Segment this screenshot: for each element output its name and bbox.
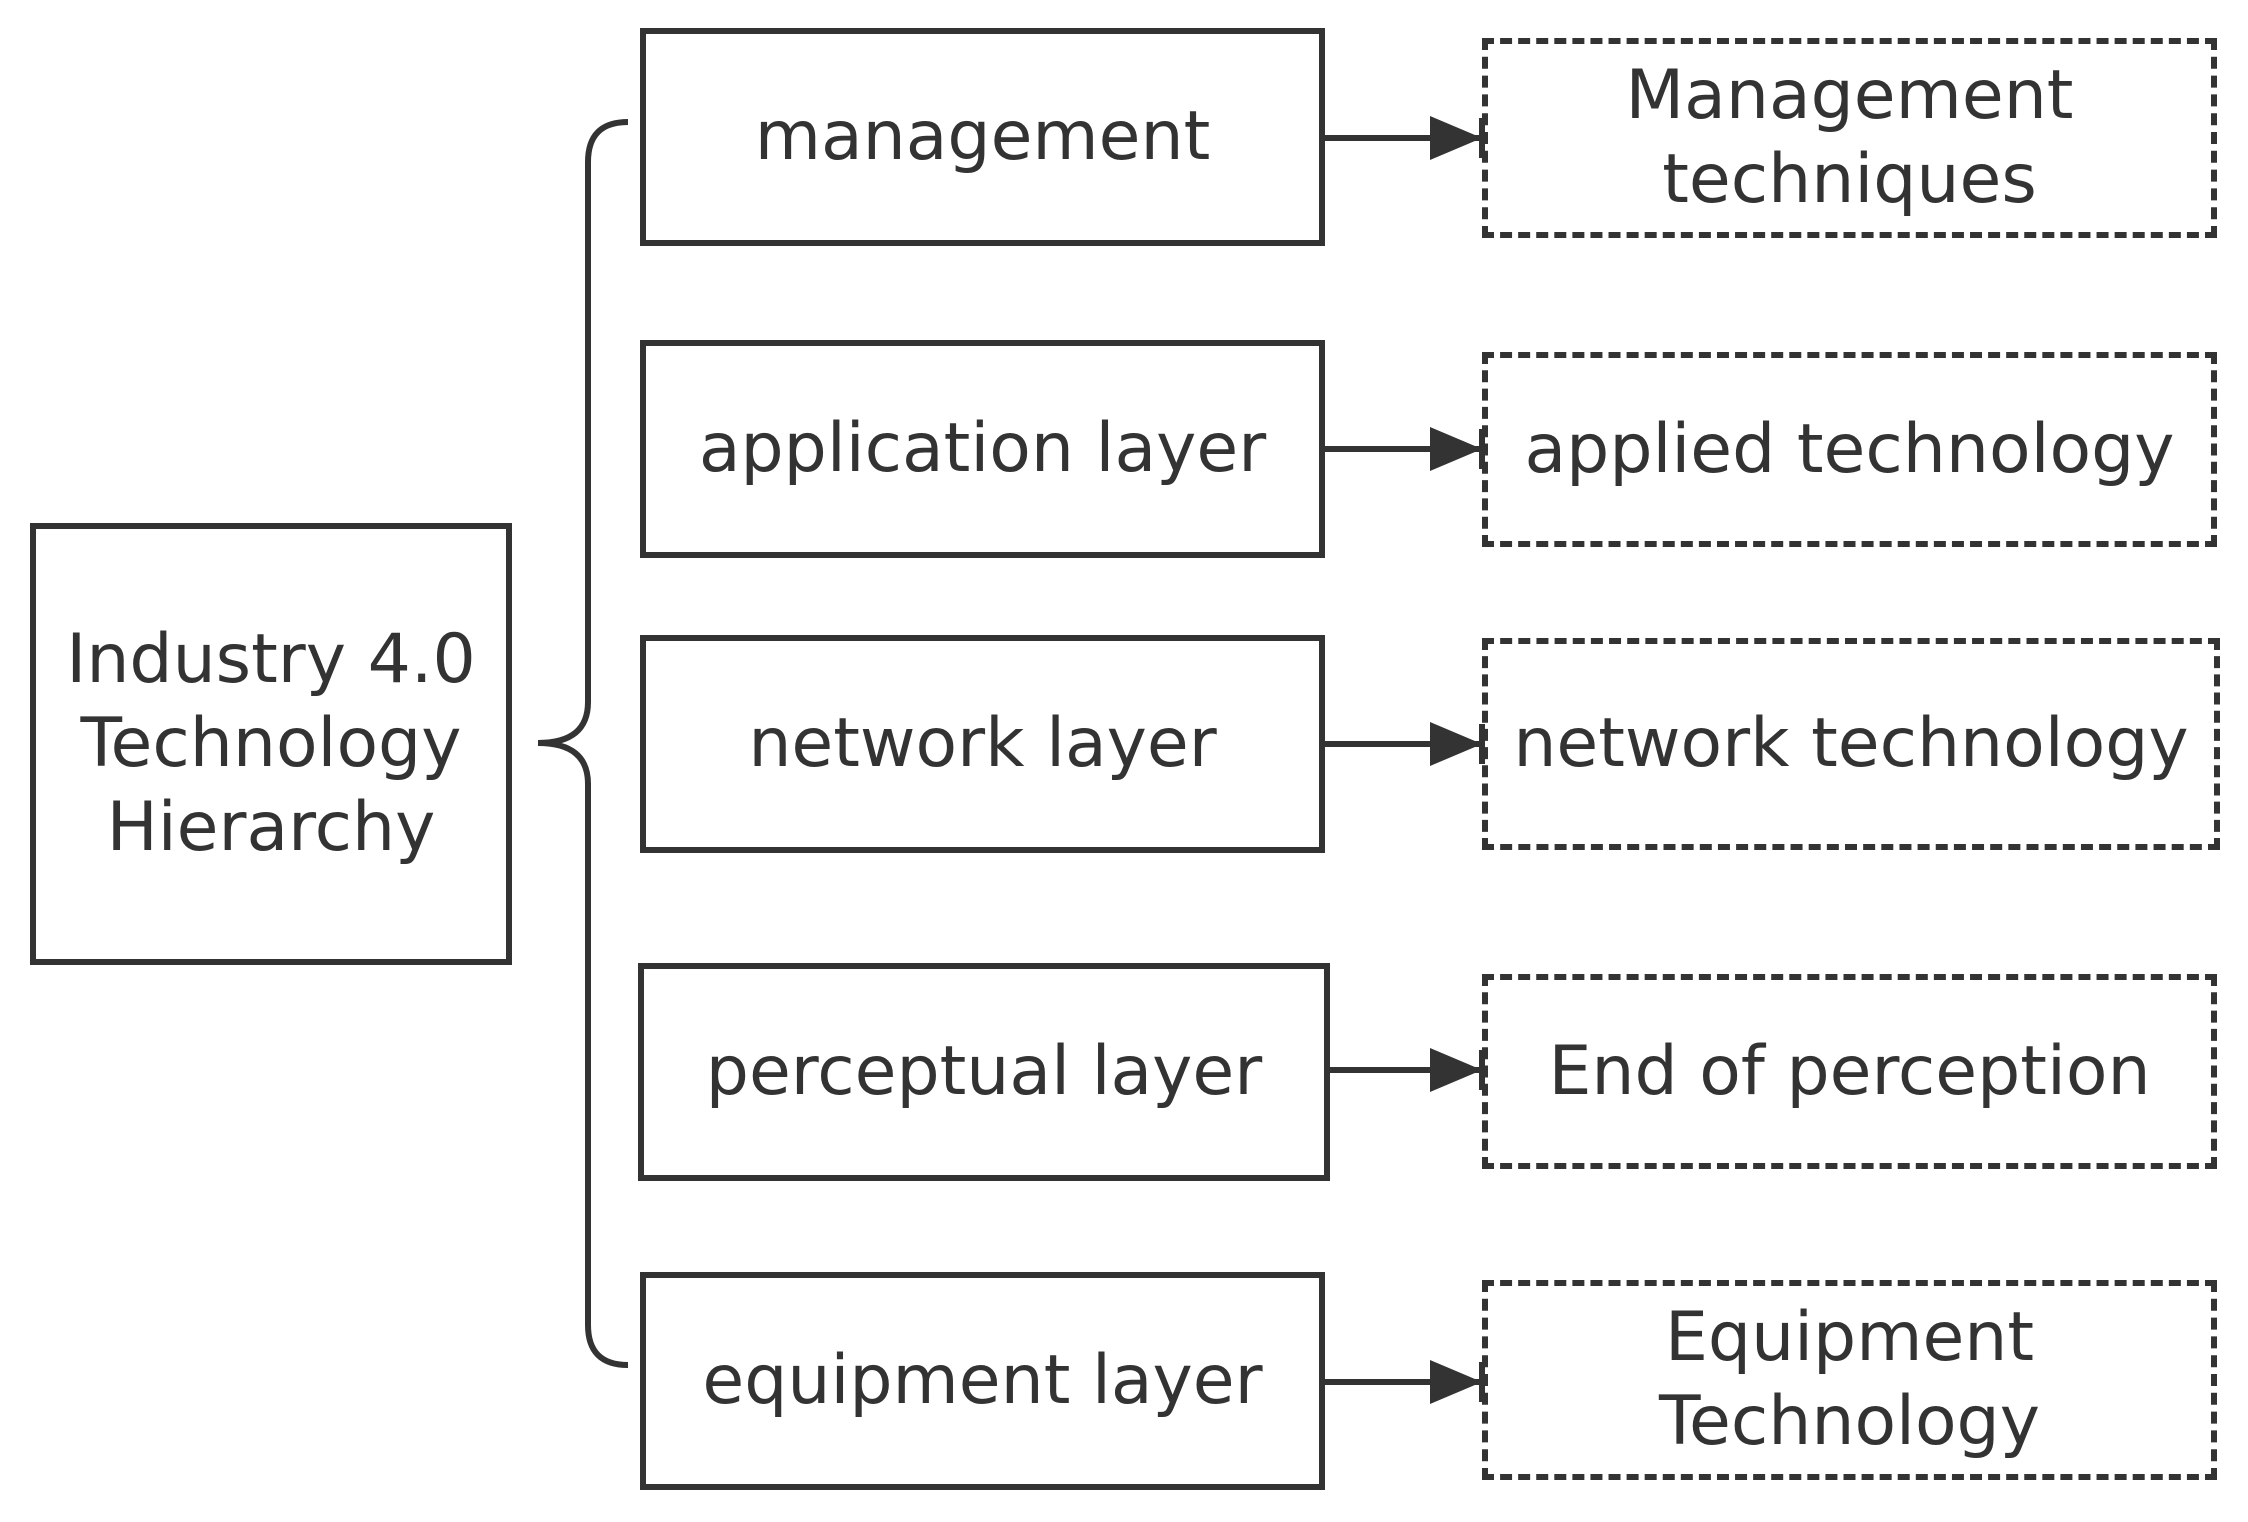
tech-application: applied technology	[1482, 352, 2217, 547]
layer-label: application layer	[698, 409, 1267, 488]
arrowhead-network	[1430, 722, 1482, 766]
root-node: Industry 4.0 Technology Hierarchy	[30, 523, 512, 965]
tech-line-1: applied technology	[1524, 409, 2175, 489]
layer-network: network layer	[640, 635, 1325, 853]
layer-label: management	[754, 97, 1211, 176]
layer-label: perceptual layer	[705, 1032, 1263, 1111]
tech-equipment: Equipment Technology	[1482, 1280, 2217, 1480]
root-line-3: Hierarchy	[106, 788, 436, 867]
arrowhead-equipment	[1430, 1360, 1482, 1404]
layer-application: application layer	[640, 340, 1325, 558]
layer-perceptual: perceptual layer	[638, 963, 1330, 1181]
tech-line-2: Technology	[1659, 1382, 2040, 1461]
arrowhead-management	[1430, 116, 1482, 160]
hierarchy-brace	[537, 119, 629, 1368]
root-line-2: Technology	[80, 704, 462, 783]
tech-management: Management techniques	[1482, 38, 2217, 238]
arrowhead-application	[1430, 427, 1482, 471]
tech-line-1: End of perception	[1548, 1031, 2151, 1111]
root-line-1: Industry 4.0	[66, 620, 476, 699]
tech-perceptual: End of perception	[1482, 974, 2217, 1169]
arrowhead-perceptual	[1430, 1048, 1482, 1092]
tech-line-1: network technology	[1513, 704, 2189, 783]
tech-line-1: Management	[1625, 56, 2074, 135]
layer-equipment: equipment layer	[640, 1272, 1325, 1490]
tech-line-2: techniques	[1662, 140, 2037, 219]
layer-label: equipment layer	[702, 1341, 1263, 1420]
tech-line-1: Equipment	[1664, 1298, 2035, 1377]
tech-network: network technology	[1482, 638, 2220, 850]
layer-management: management	[640, 28, 1325, 246]
layer-label: network layer	[748, 704, 1217, 783]
